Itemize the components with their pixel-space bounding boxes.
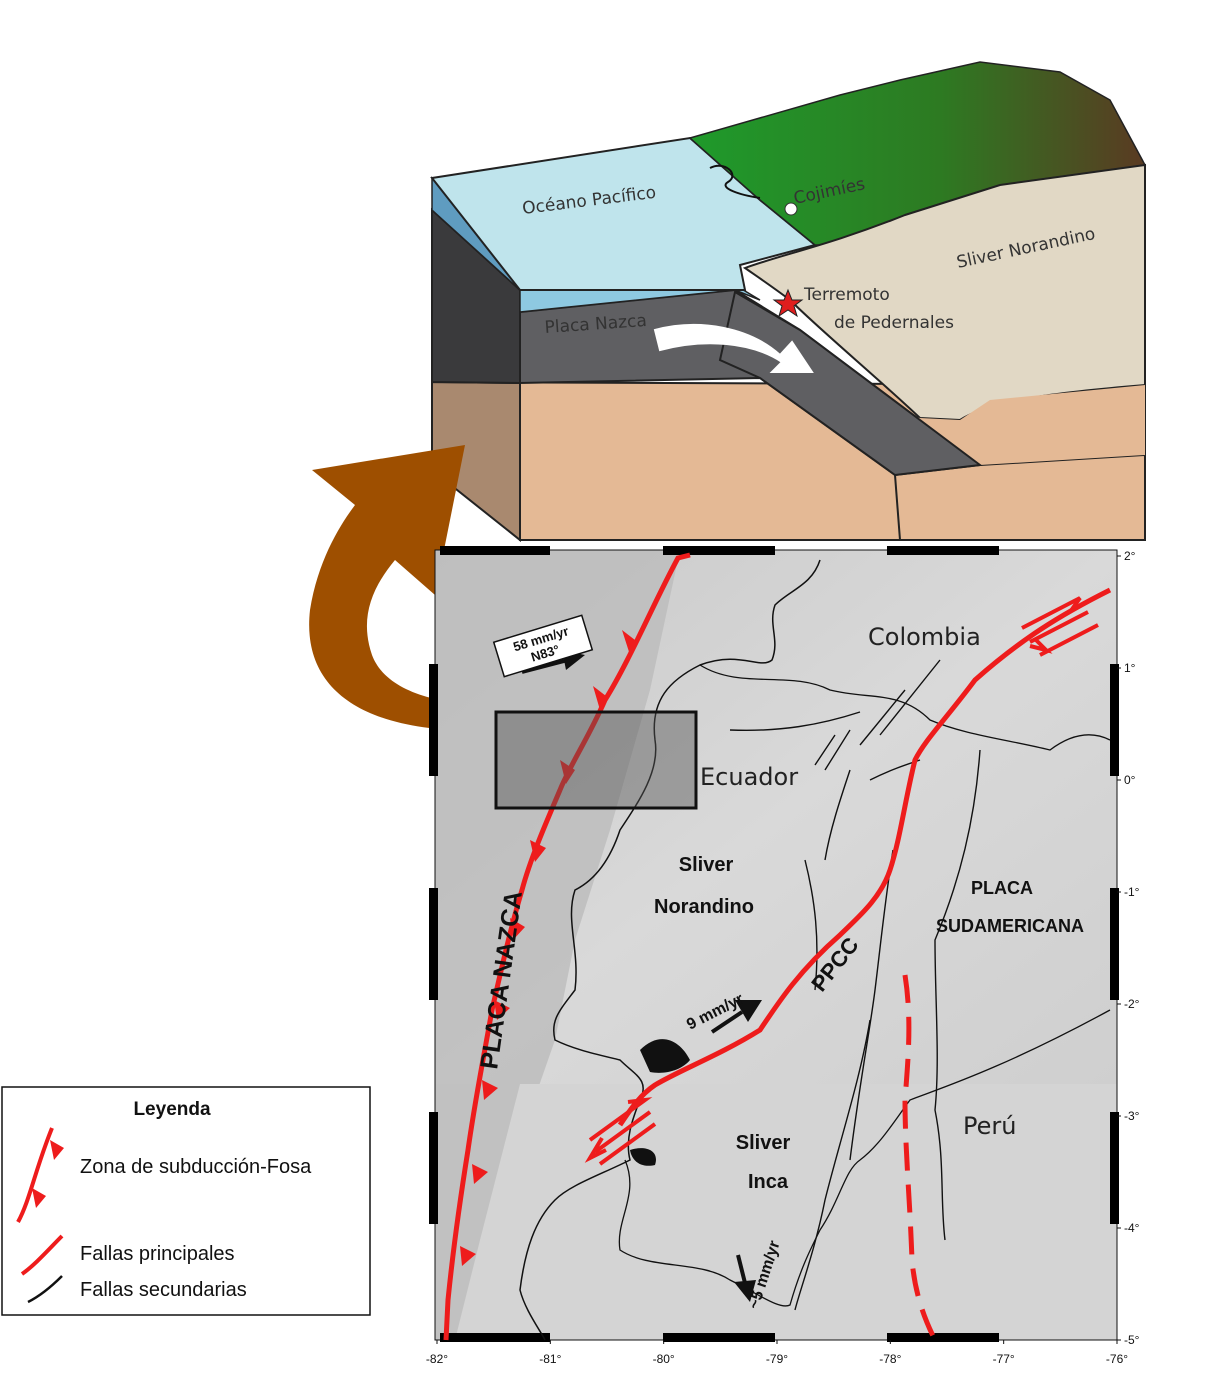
y-tick-label: -2° xyxy=(1124,997,1140,1011)
block-coastline-detail xyxy=(709,164,761,199)
earthquake-star-icon xyxy=(772,288,804,318)
strike-slip-arrows-south xyxy=(584,1097,657,1166)
trench-teeth xyxy=(460,630,635,1266)
x-axis: -82° -81° -80° -79° -78° -77° -76° xyxy=(426,1340,1128,1366)
legend-title: Leyenda xyxy=(133,1099,211,1120)
map-frame-ticks xyxy=(429,546,1119,1342)
subduction-trench xyxy=(443,552,691,1341)
x-tick-label: -76° xyxy=(1106,1352,1128,1366)
legend-secondary-fault-icon xyxy=(27,1275,63,1304)
y-tick-label: 0° xyxy=(1124,773,1136,787)
y-tick-label: -4° xyxy=(1124,1221,1140,1235)
y-tick-label: -1° xyxy=(1124,885,1140,899)
border-colombia-ecuador xyxy=(699,664,1111,751)
legend-item-secondary: Fallas secundarias xyxy=(80,1279,247,1301)
label-sliver-inca-2: Inca xyxy=(748,1171,789,1193)
legend-subduction-icon xyxy=(16,1127,54,1223)
legend-principal-fault-icon xyxy=(20,1234,64,1276)
map: 58 mm/yr N83° 9 mm/yr ~5 mm/yr Colombia … xyxy=(426,546,1140,1366)
label-colombia: Colombia xyxy=(868,623,981,651)
block-diagram: Océano Pacífico Cojimíes Sliver Norandin… xyxy=(430,61,1147,543)
legend-item-subduction: Zona de subducción-Fosa xyxy=(80,1156,312,1178)
secondary-faults xyxy=(729,659,981,1311)
fault-ppcc xyxy=(617,587,1112,1127)
zoom-arrow xyxy=(309,445,494,731)
x-tick-label: -78° xyxy=(879,1352,901,1366)
study-area-box xyxy=(494,710,698,810)
subduction-arrow xyxy=(653,324,814,373)
quake-label-line2: de Pedernales xyxy=(834,313,954,333)
x-tick-label: -80° xyxy=(653,1352,675,1366)
y-tick-label: 2° xyxy=(1124,549,1136,563)
label-peru: Perú xyxy=(963,1112,1016,1140)
x-tick-label: -79° xyxy=(766,1352,788,1366)
label-sliver-norandino-1: Sliver xyxy=(679,854,734,876)
coastline xyxy=(519,559,821,1341)
x-tick-label: -82° xyxy=(426,1352,448,1366)
velocity-arrows xyxy=(521,650,762,1302)
map-lower-ocean xyxy=(435,1084,520,1340)
fault-dashed-east xyxy=(902,974,938,1342)
label-sliver-inca-1: Sliver xyxy=(736,1132,791,1154)
legend: Leyenda Zona de subducción-Fosa Fallas p… xyxy=(1,1086,371,1316)
label-placa-sudamericana-1: PLACA xyxy=(971,878,1033,898)
strike-slip-arrows-north xyxy=(1021,596,1099,657)
label-sliver-norandino-2: Norandino xyxy=(654,896,754,918)
y-tick-label: -5° xyxy=(1124,1333,1140,1347)
block-slab-descend xyxy=(718,290,983,477)
quake-label-line1: Terremoto xyxy=(803,285,890,305)
y-tick-label: 1° xyxy=(1124,661,1136,675)
legend-item-principal: Fallas principales xyxy=(80,1243,235,1265)
map-lower-background xyxy=(435,1084,1117,1340)
y-tick-label: -3° xyxy=(1124,1109,1140,1123)
label-placa-sudamericana-2: SUDAMERICANA xyxy=(936,916,1084,936)
legend-subduction-tooth-1 xyxy=(50,1140,64,1160)
legend-box xyxy=(1,1086,371,1316)
y-axis: 2° 1° 0° -1° -2° -3° -4° -5° xyxy=(1117,549,1140,1347)
gulf-islands xyxy=(630,1039,690,1166)
label-ecuador: Ecuador xyxy=(700,763,798,791)
x-tick-label: -77° xyxy=(993,1352,1015,1366)
legend-subduction-tooth-2 xyxy=(32,1188,46,1208)
border-ecuador-peru xyxy=(618,1009,1111,1307)
x-tick-label: -81° xyxy=(539,1352,561,1366)
cojimies-marker xyxy=(784,202,798,216)
